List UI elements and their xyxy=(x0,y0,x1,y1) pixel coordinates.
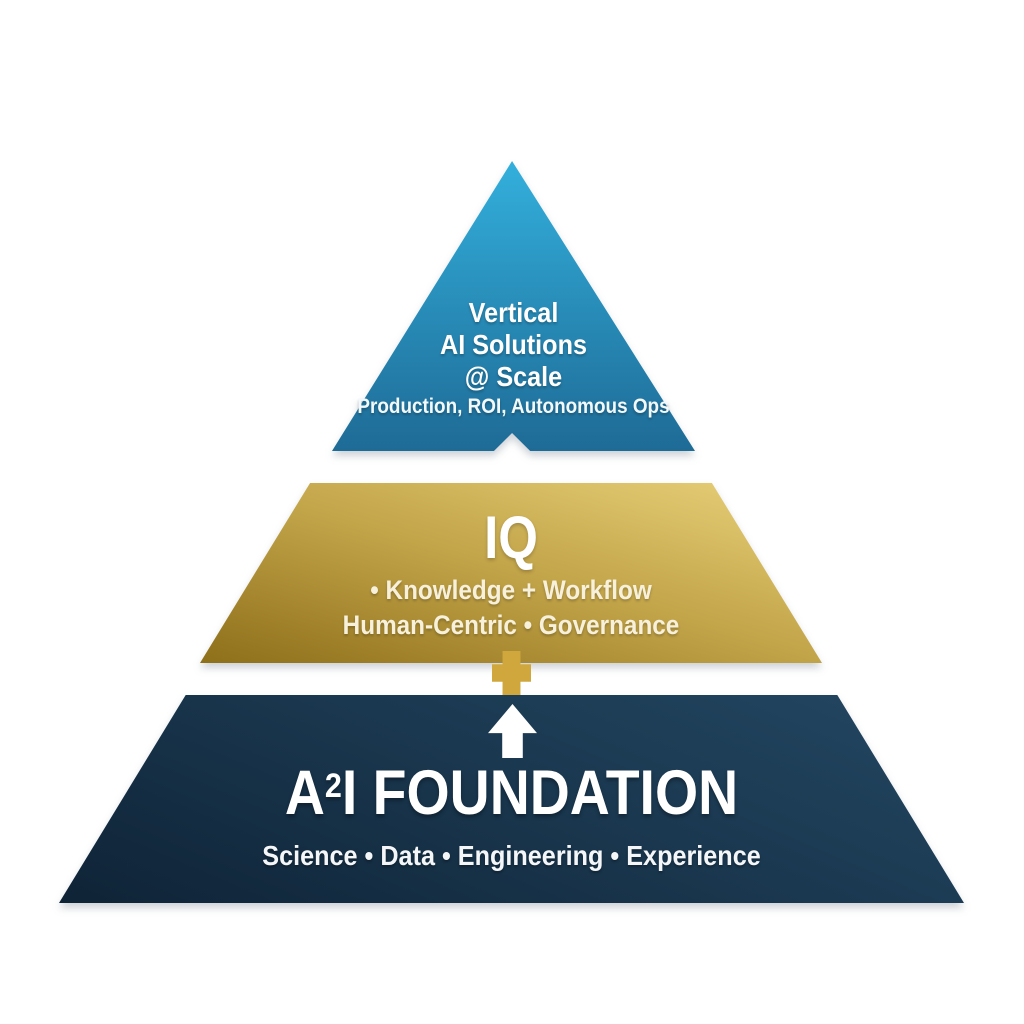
tier-top-subtitle: Production, ROI, Autonomous Ops xyxy=(357,395,670,418)
tier-top: Vertical AI Solutions @ Scale Production… xyxy=(332,161,695,451)
tier-middle: IQ • Knowledge + Workflow Human-Centric … xyxy=(200,483,822,663)
tier-middle-lines: • Knowledge + Workflow Human-Centric • G… xyxy=(231,573,791,643)
tier-top-title-line1: Vertical xyxy=(468,297,559,328)
tier-middle-trapezoid xyxy=(200,483,822,663)
tier-bottom-subtitle: Science • Data • Engineering • Experienc… xyxy=(262,840,761,871)
tier-middle-line2: Human-Centric • Governance xyxy=(342,610,680,640)
tier-bottom: A2I FOUNDATION Science • Data • Engineer… xyxy=(59,695,964,903)
title-superscript: 2 xyxy=(324,766,342,805)
tier-bottom-title-base: A xyxy=(284,758,325,828)
tier-bottom-title: A2I FOUNDATION xyxy=(113,761,909,835)
tier-bottom-title-rest: I FOUNDATION xyxy=(341,758,739,828)
tier-middle-title: IQ xyxy=(484,504,538,571)
tier-top-title-line3: @ Scale xyxy=(464,361,563,392)
tier-middle-line1: • Knowledge + Workflow xyxy=(370,575,652,605)
tier-top-title-line2: AI Solutions xyxy=(439,329,587,360)
tier-top-text: Vertical AI Solutions @ Scale Production… xyxy=(350,297,677,419)
